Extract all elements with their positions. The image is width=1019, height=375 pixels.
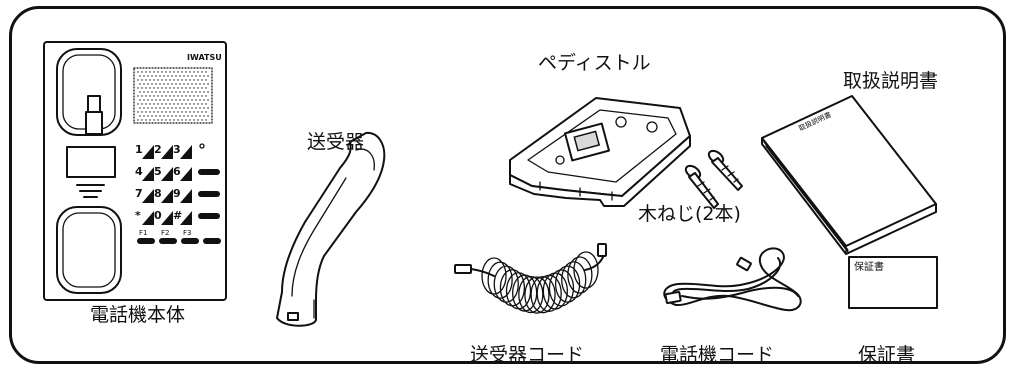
- coiled-cord: [481, 251, 599, 314]
- keypad-key-label: 6: [173, 165, 181, 178]
- keypad-key: *: [135, 209, 154, 225]
- function-key: [137, 238, 155, 244]
- function-key: [159, 238, 177, 244]
- phone-base-label: 電話機本体: [90, 304, 186, 326]
- keypad-key-label: 0: [154, 209, 162, 222]
- keypad-key-label: 5: [154, 165, 162, 178]
- handset-drawing: [276, 131, 386, 327]
- function-key-label: F2: [161, 229, 169, 237]
- warranty-card-drawing: 保証書: [848, 256, 938, 309]
- keypad-key-label: 7: [135, 187, 143, 200]
- pedestal-drawing: [509, 97, 691, 207]
- handset-cord-label: 送受器コード: [470, 344, 585, 366]
- phone-cord-drawing: [663, 247, 802, 312]
- keypad-key: #: [173, 209, 192, 225]
- keypad-key: 5: [154, 165, 173, 181]
- keypad-key: 9: [173, 187, 192, 203]
- pedestal-label: ペディストル: [538, 52, 651, 74]
- handset-cord-drawing: [454, 243, 607, 314]
- manual-label: 取扱説明書: [843, 70, 939, 92]
- diagram-frame: [9, 6, 1006, 364]
- keypad-key-label: #: [173, 209, 182, 222]
- warranty-card-text: 保証書: [854, 260, 884, 273]
- handset-label: 送受器: [307, 131, 365, 153]
- warranty-label: 保証書: [858, 344, 916, 366]
- side-key: [198, 169, 220, 175]
- function-key-label: F1: [139, 229, 147, 237]
- keypad-key: 8: [154, 187, 173, 203]
- function-key: [203, 238, 221, 244]
- side-key: [198, 213, 220, 219]
- speaker-grille: [137, 71, 209, 121]
- wood-screws-drawing: [684, 149, 743, 209]
- keypad-key-label: 3: [173, 143, 181, 156]
- brand-logo-text: IWATSU: [187, 53, 222, 62]
- keypad-key: 0: [154, 209, 173, 225]
- keypad-key-label: 2: [154, 143, 162, 156]
- function-key-label: F3: [183, 229, 191, 237]
- keypad-key: 7: [135, 187, 154, 203]
- keypad-key-label: 8: [154, 187, 162, 200]
- keypad-key: 4: [135, 165, 154, 181]
- phone-cord-label: 電話機コード: [660, 344, 775, 366]
- keypad-key: 1: [135, 143, 154, 159]
- keypad-key: 3: [173, 143, 192, 159]
- keypad-key: 6: [173, 165, 192, 181]
- manual-drawing: 取扱説明書: [761, 95, 937, 255]
- keypad-key: 2: [154, 143, 173, 159]
- keypad-key-label: 4: [135, 165, 143, 178]
- keypad-key-label: 1: [135, 143, 143, 156]
- side-key: [198, 191, 220, 197]
- keypad-key-label: 9: [173, 187, 181, 200]
- screws-label: 木ねじ(2本): [638, 203, 741, 225]
- function-key: [181, 238, 199, 244]
- keypad-key-label: *: [135, 209, 141, 222]
- indicator-icon: [199, 143, 205, 149]
